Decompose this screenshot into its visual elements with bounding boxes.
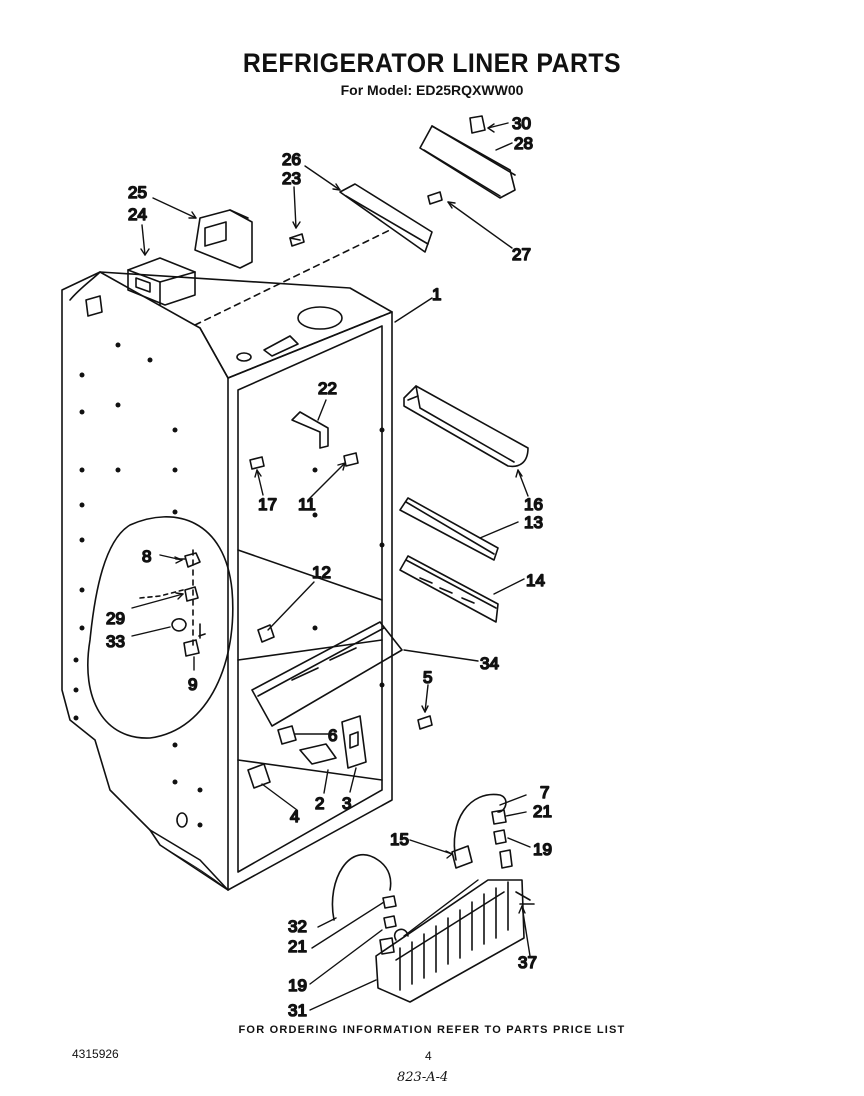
- screw-5: [417, 715, 433, 730]
- screw-23: [289, 233, 305, 247]
- screw-17: [249, 456, 265, 470]
- model-subtitle: For Model: ED25RQXWW00: [340, 82, 524, 98]
- callout-4: 4: [290, 807, 299, 826]
- fitting-upper: [499, 849, 513, 869]
- fitting-lower: [379, 937, 395, 955]
- callout-15: 15: [390, 830, 409, 849]
- part-21-nut-lower: [382, 895, 397, 909]
- handwritten-note: 823-A-4: [397, 1070, 449, 1085]
- callout-3: 3: [342, 794, 351, 813]
- detail-circle: [87, 516, 234, 739]
- callout-34: 34: [480, 654, 499, 673]
- alignment-line: [194, 229, 391, 326]
- part-34-cover: [251, 621, 403, 727]
- callout-26: 26: [282, 150, 301, 169]
- callout-labels: 30 28 26 23 25 24 27 1 22 16 17 11 13 12…: [105, 113, 553, 1021]
- part-25-cover: [194, 209, 253, 269]
- document-number: 4315926: [72, 1047, 119, 1061]
- page-number: 4: [425, 1049, 432, 1063]
- diagram-title: REFRIGERATOR LINER PARTS: [242, 48, 622, 78]
- part-19-ferrule-upper: [493, 829, 507, 845]
- callout-37: 37: [518, 953, 537, 972]
- callout-9: 9: [188, 675, 197, 694]
- callout-11: 11: [298, 495, 316, 514]
- part-21-nut-upper: [491, 809, 507, 825]
- callout-7: 7: [540, 783, 549, 802]
- part-19-ferrule-lower: [383, 915, 397, 929]
- callout-21-lower: 21: [288, 937, 307, 956]
- part-13-rail: [399, 497, 499, 561]
- callout-22: 22: [318, 379, 337, 398]
- part-26-rail: [339, 183, 433, 253]
- callout-6: 6: [328, 726, 337, 745]
- callout-27: 27: [512, 245, 531, 264]
- part-14-rail: [399, 555, 499, 623]
- part-32-tube: [331, 853, 392, 921]
- part-31-drain-trough: [375, 879, 525, 1003]
- callout-12: 12: [312, 563, 331, 582]
- part-15-valve: [451, 845, 473, 869]
- part-6-clip: [277, 725, 297, 745]
- part-37-clip: [515, 891, 535, 905]
- callout-33: 33: [106, 632, 125, 651]
- part-12-guide: [257, 624, 275, 643]
- part-7-tube: [453, 793, 507, 861]
- part-24-housing: [127, 257, 196, 306]
- callout-25: 25: [128, 183, 147, 202]
- refrigerator-liner: [61, 271, 393, 891]
- callout-31: 31: [288, 1001, 307, 1020]
- part-3-bracket: [341, 715, 367, 769]
- callout-28: 28: [514, 134, 533, 153]
- leader-lines: [131, 122, 531, 1011]
- callout-19-lower: 19: [288, 976, 307, 995]
- callout-19-upper: 19: [533, 840, 552, 859]
- callout-2: 2: [315, 794, 324, 813]
- callout-32: 32: [288, 917, 307, 936]
- callout-16: 16: [524, 495, 543, 514]
- part-4-clip: [247, 763, 271, 789]
- callout-23: 23: [282, 169, 301, 188]
- callout-13: 13: [524, 513, 543, 532]
- callout-30: 30: [512, 114, 531, 133]
- callout-14: 14: [526, 571, 545, 590]
- callout-8: 8: [142, 547, 151, 566]
- part-16-bracket: [403, 385, 529, 468]
- callout-1: 1: [432, 285, 441, 304]
- callout-5: 5: [423, 668, 432, 687]
- screw-27: [427, 191, 443, 205]
- callout-21-upper: 21: [533, 802, 552, 821]
- callout-17: 17: [258, 495, 277, 514]
- part-2-clip: [299, 743, 337, 765]
- part-28-bracket: [419, 115, 516, 199]
- part-22-bracket: [291, 411, 359, 467]
- callout-29: 29: [106, 609, 125, 628]
- callout-24: 24: [128, 205, 147, 224]
- ordering-footer-note: FOR ORDERING INFORMATION REFER TO PARTS …: [238, 1024, 626, 1036]
